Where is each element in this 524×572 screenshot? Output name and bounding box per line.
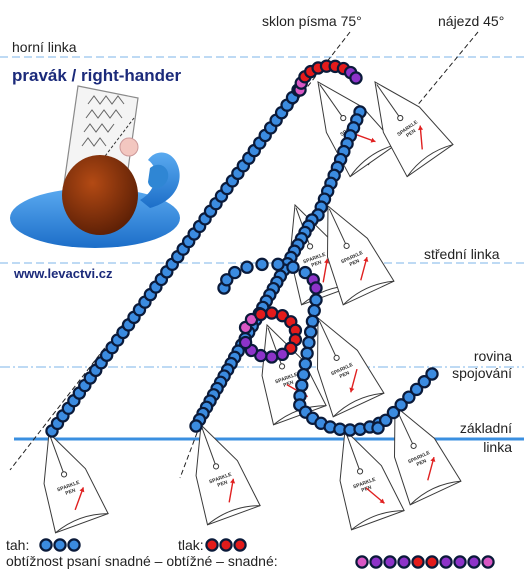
- difficulty-legend-dot: [425, 555, 439, 569]
- bowl-top-dot: [228, 265, 242, 280]
- pressure-legend-dot: [219, 538, 233, 552]
- bowl-top-dot: [309, 281, 323, 295]
- svg-text:PEN: PEN: [405, 128, 417, 139]
- svg-text:PEN: PEN: [217, 479, 229, 488]
- base-line-label-2: linka: [483, 439, 512, 455]
- svg-text:PEN: PEN: [416, 458, 428, 468]
- bowl-side-dot: [300, 346, 314, 361]
- svg-text:PEN: PEN: [283, 379, 295, 388]
- bowl-top-dot: [298, 265, 312, 280]
- svg-text:PEN: PEN: [349, 258, 361, 268]
- exit-dot: [379, 413, 393, 427]
- loop-dot: [238, 335, 253, 350]
- bowl-side-dot: [309, 293, 323, 307]
- approach-guide-line: [367, 31, 479, 166]
- stroke-legend-label: tah:: [6, 537, 30, 553]
- svg-text:PEN: PEN: [65, 487, 77, 496]
- bowl-side-dot: [296, 367, 311, 382]
- stroke-legend-dot: [67, 538, 81, 552]
- bowl-top-dot: [286, 260, 300, 274]
- approach-label: nájezd 45°: [438, 13, 505, 29]
- bowl-top-dot: [240, 260, 254, 274]
- top-line-label: horní linka: [12, 39, 77, 55]
- bowl-side-dot: [307, 303, 321, 318]
- difficulty-legend-dot: [411, 555, 425, 569]
- pressure-legend-label: tlak:: [178, 537, 204, 553]
- top-arch-dot: [349, 71, 363, 85]
- base-line-label-1: základní: [459, 420, 512, 436]
- bowl-side-dot: [302, 335, 316, 350]
- exit-dot: [394, 398, 408, 412]
- loop-dot: [254, 307, 268, 322]
- join-plane-label-2: spojování: [452, 365, 512, 381]
- bowl-top-dot: [255, 257, 269, 272]
- bowl-side-dot: [305, 314, 320, 329]
- svg-text:PEN: PEN: [339, 370, 351, 380]
- join-plane-label-1: rovina: [473, 348, 512, 364]
- exit-dot: [425, 367, 439, 381]
- difficulty-legend-dot: [355, 555, 369, 569]
- stroke-legend-dot: [39, 538, 53, 552]
- stem-guide-line: [179, 424, 201, 479]
- exit-dot: [386, 405, 401, 420]
- difficulty-legend-dot: [397, 555, 411, 569]
- pressure-legend-dot: [233, 538, 247, 552]
- exit-dot: [417, 375, 431, 389]
- loop-dot: [275, 347, 290, 362]
- exit-dot: [371, 421, 385, 435]
- exit-dot: [402, 390, 416, 404]
- website-url: www.levactvi.cz: [14, 266, 113, 281]
- slant-label: sklon písma 75°: [262, 13, 362, 29]
- page-title: pravák / right-hander: [12, 66, 182, 85]
- loop-dot: [265, 350, 279, 364]
- right-hander-illustration: [10, 85, 180, 248]
- bowl-top-dot: [271, 257, 285, 272]
- exit-dot: [409, 382, 424, 397]
- bowl-top-dot: [220, 273, 234, 287]
- difficulty-legend-dot: [453, 555, 467, 569]
- middle-line-label: střední linka: [424, 246, 500, 262]
- stroke-legend-dot: [53, 538, 67, 552]
- bowl-side-dot: [295, 378, 309, 393]
- difficulty-legend-dot: [369, 555, 383, 569]
- svg-text:PEN: PEN: [311, 259, 323, 268]
- pressure-legend-dot: [205, 538, 219, 552]
- difficulty-legend-dot: [439, 555, 453, 569]
- bowl-side-dot: [303, 325, 318, 339]
- difficulty-legend-dot: [383, 555, 397, 569]
- legend-dots: [39, 538, 495, 569]
- difficulty-legend-dot: [467, 555, 481, 569]
- difficulty-legend-label: obtížnost psaní snadné – obtížné – snadn…: [6, 553, 278, 569]
- difficulty-legend-dot: [481, 555, 495, 569]
- loop-dot: [265, 306, 279, 320]
- bowl-side-dot: [298, 357, 313, 371]
- stem-dot: [189, 419, 203, 433]
